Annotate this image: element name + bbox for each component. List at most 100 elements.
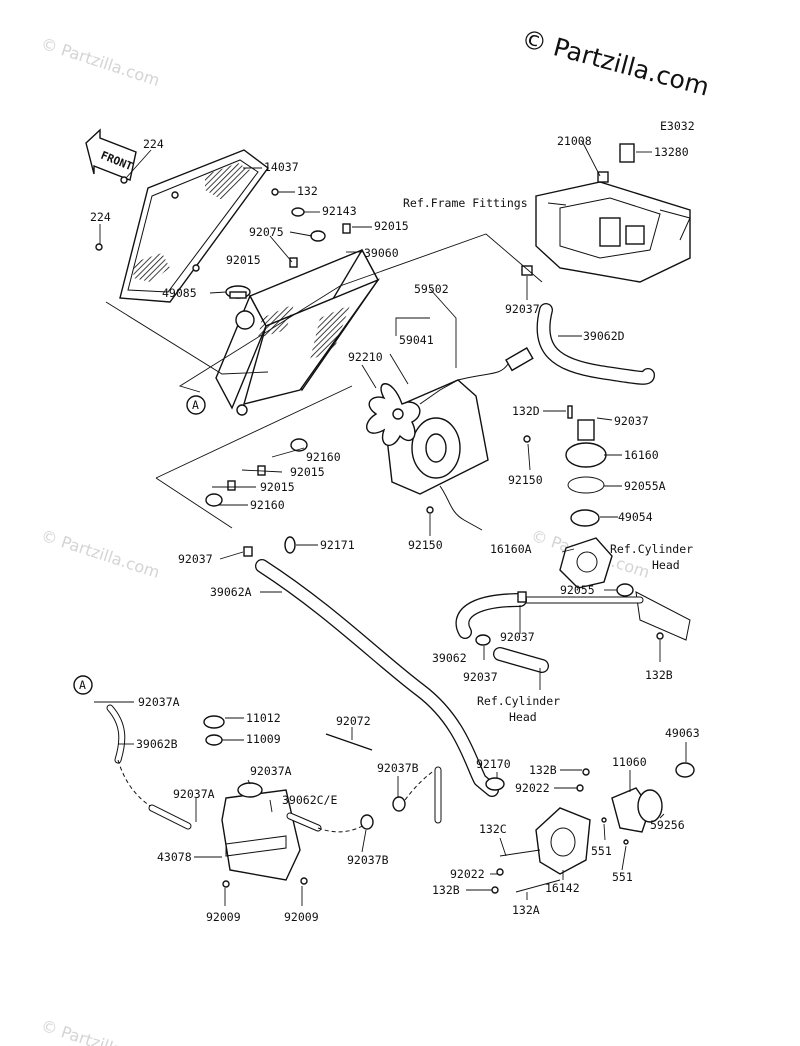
part-label: 92015 [290, 465, 325, 479]
part-label: 92170 [476, 757, 511, 771]
bolt-224-left [95, 243, 103, 251]
part-label: 132B [529, 763, 557, 777]
part-label: 92037 [178, 552, 213, 566]
part-label: 92009 [284, 910, 319, 924]
part-label: 92037A [173, 787, 215, 801]
part-label: 92037B [347, 853, 389, 867]
part-label: 92150 [508, 473, 543, 487]
part-label: 92072 [336, 714, 371, 728]
part-label: 551 [612, 870, 633, 884]
ref-cylinder-head: Head [652, 558, 680, 572]
part-label: 92022 [450, 867, 485, 881]
part-label: 16160A [490, 542, 532, 556]
part-label: 132D [512, 404, 540, 418]
part-label: 92037A [250, 764, 292, 778]
part-label: 92160 [250, 498, 285, 512]
part-label: 224 [90, 210, 111, 224]
part-label: 92143 [322, 204, 357, 218]
part-label: 92037B [377, 761, 419, 775]
hose-39062C [148, 804, 322, 832]
part-label: 21008 [557, 134, 592, 148]
part-label: 551 [591, 844, 612, 858]
watermark: © Partzilla.com [39, 34, 162, 90]
part-label: 92075 [249, 225, 284, 239]
water-pump [485, 762, 695, 894]
part-label: 11060 [612, 755, 647, 769]
reference-lines [73, 233, 543, 695]
part-label: 132B [432, 883, 460, 897]
front-arrow-icon: FRONT [85, 128, 137, 181]
part-label: 92037 [500, 630, 535, 644]
part-label: 92009 [206, 910, 241, 924]
frame-fittings [535, 143, 691, 283]
strap-92072 [325, 733, 373, 751]
part-label: 14037 [264, 160, 299, 174]
part-label: 49085 [162, 286, 197, 300]
part-label: 92015 [226, 253, 261, 267]
part-label: 39062C/E [282, 793, 337, 807]
part-label: 92171 [320, 538, 355, 552]
part-label: 39062B [136, 737, 178, 751]
part-label: 13280 [654, 145, 689, 159]
hose-39062 [455, 593, 527, 639]
part-label: 59502 [414, 282, 449, 296]
part-label: 132C [479, 822, 507, 836]
radiator-cap [225, 285, 251, 299]
watermark: © Partzilla.com [39, 526, 162, 582]
part-label: 92055A [624, 479, 666, 493]
overflow-line [117, 759, 191, 827]
part-label: 39062A [210, 585, 252, 599]
part-label: 92015 [374, 219, 409, 233]
bolt-224-top [120, 176, 128, 184]
part-label: 92210 [348, 350, 383, 364]
part-label: 132 [297, 184, 318, 198]
cylinder-head-fitting [516, 591, 691, 641]
part-label: 92037 [614, 414, 649, 428]
part-label: 39062D [583, 329, 625, 343]
brand-watermark: © Partzilla.com [518, 24, 712, 102]
ref-cylinder-head: Ref.Cylinder [610, 542, 693, 556]
clamp [517, 591, 527, 603]
part-label: 16142 [545, 881, 580, 895]
part-label: 92037 [505, 302, 540, 316]
radiator-screen [119, 149, 269, 303]
part-label: 16160 [624, 448, 659, 462]
clamp [475, 634, 491, 646]
part-label: 11009 [246, 732, 281, 746]
ref-cylinder-head: Head [509, 710, 537, 724]
part-label: 39060 [364, 246, 399, 260]
callout-a: A [192, 398, 199, 412]
part-label: 49054 [618, 510, 653, 524]
watermark: © Partzilla.com [39, 1016, 162, 1046]
part-label: 59041 [399, 333, 434, 347]
clamp [392, 796, 406, 812]
part-label: 92037 [463, 670, 498, 684]
part-label: 92055 [560, 583, 595, 597]
part-label: 132A [512, 903, 540, 917]
part-label: 43078 [157, 850, 192, 864]
clamp-92037 [521, 265, 533, 276]
diagram-code: E3032 [660, 119, 695, 133]
overflow-line [317, 823, 367, 833]
part-label: 49063 [665, 726, 700, 740]
clamp [360, 814, 374, 830]
callout-a: A [79, 678, 86, 692]
thermostat-housing [559, 405, 634, 597]
part-label: 92037A [138, 695, 180, 709]
cylinder-pipe [493, 647, 549, 673]
part-label: 59256 [650, 818, 685, 832]
fan-blade [366, 383, 421, 447]
part-label: 92015 [260, 480, 295, 494]
ref-cylinder-head: Ref.Cylinder [477, 694, 560, 708]
part-label: 132B [645, 668, 673, 682]
leader-lines [94, 140, 687, 906]
reservoir-tank [203, 715, 308, 888]
part-label: 92022 [515, 781, 550, 795]
radiator [215, 248, 380, 416]
hose-39062D [536, 303, 655, 385]
part-label: 224 [143, 137, 164, 151]
part-label: 92150 [408, 538, 443, 552]
part-label: 39062 [432, 651, 467, 665]
hose-39062A [255, 559, 499, 797]
